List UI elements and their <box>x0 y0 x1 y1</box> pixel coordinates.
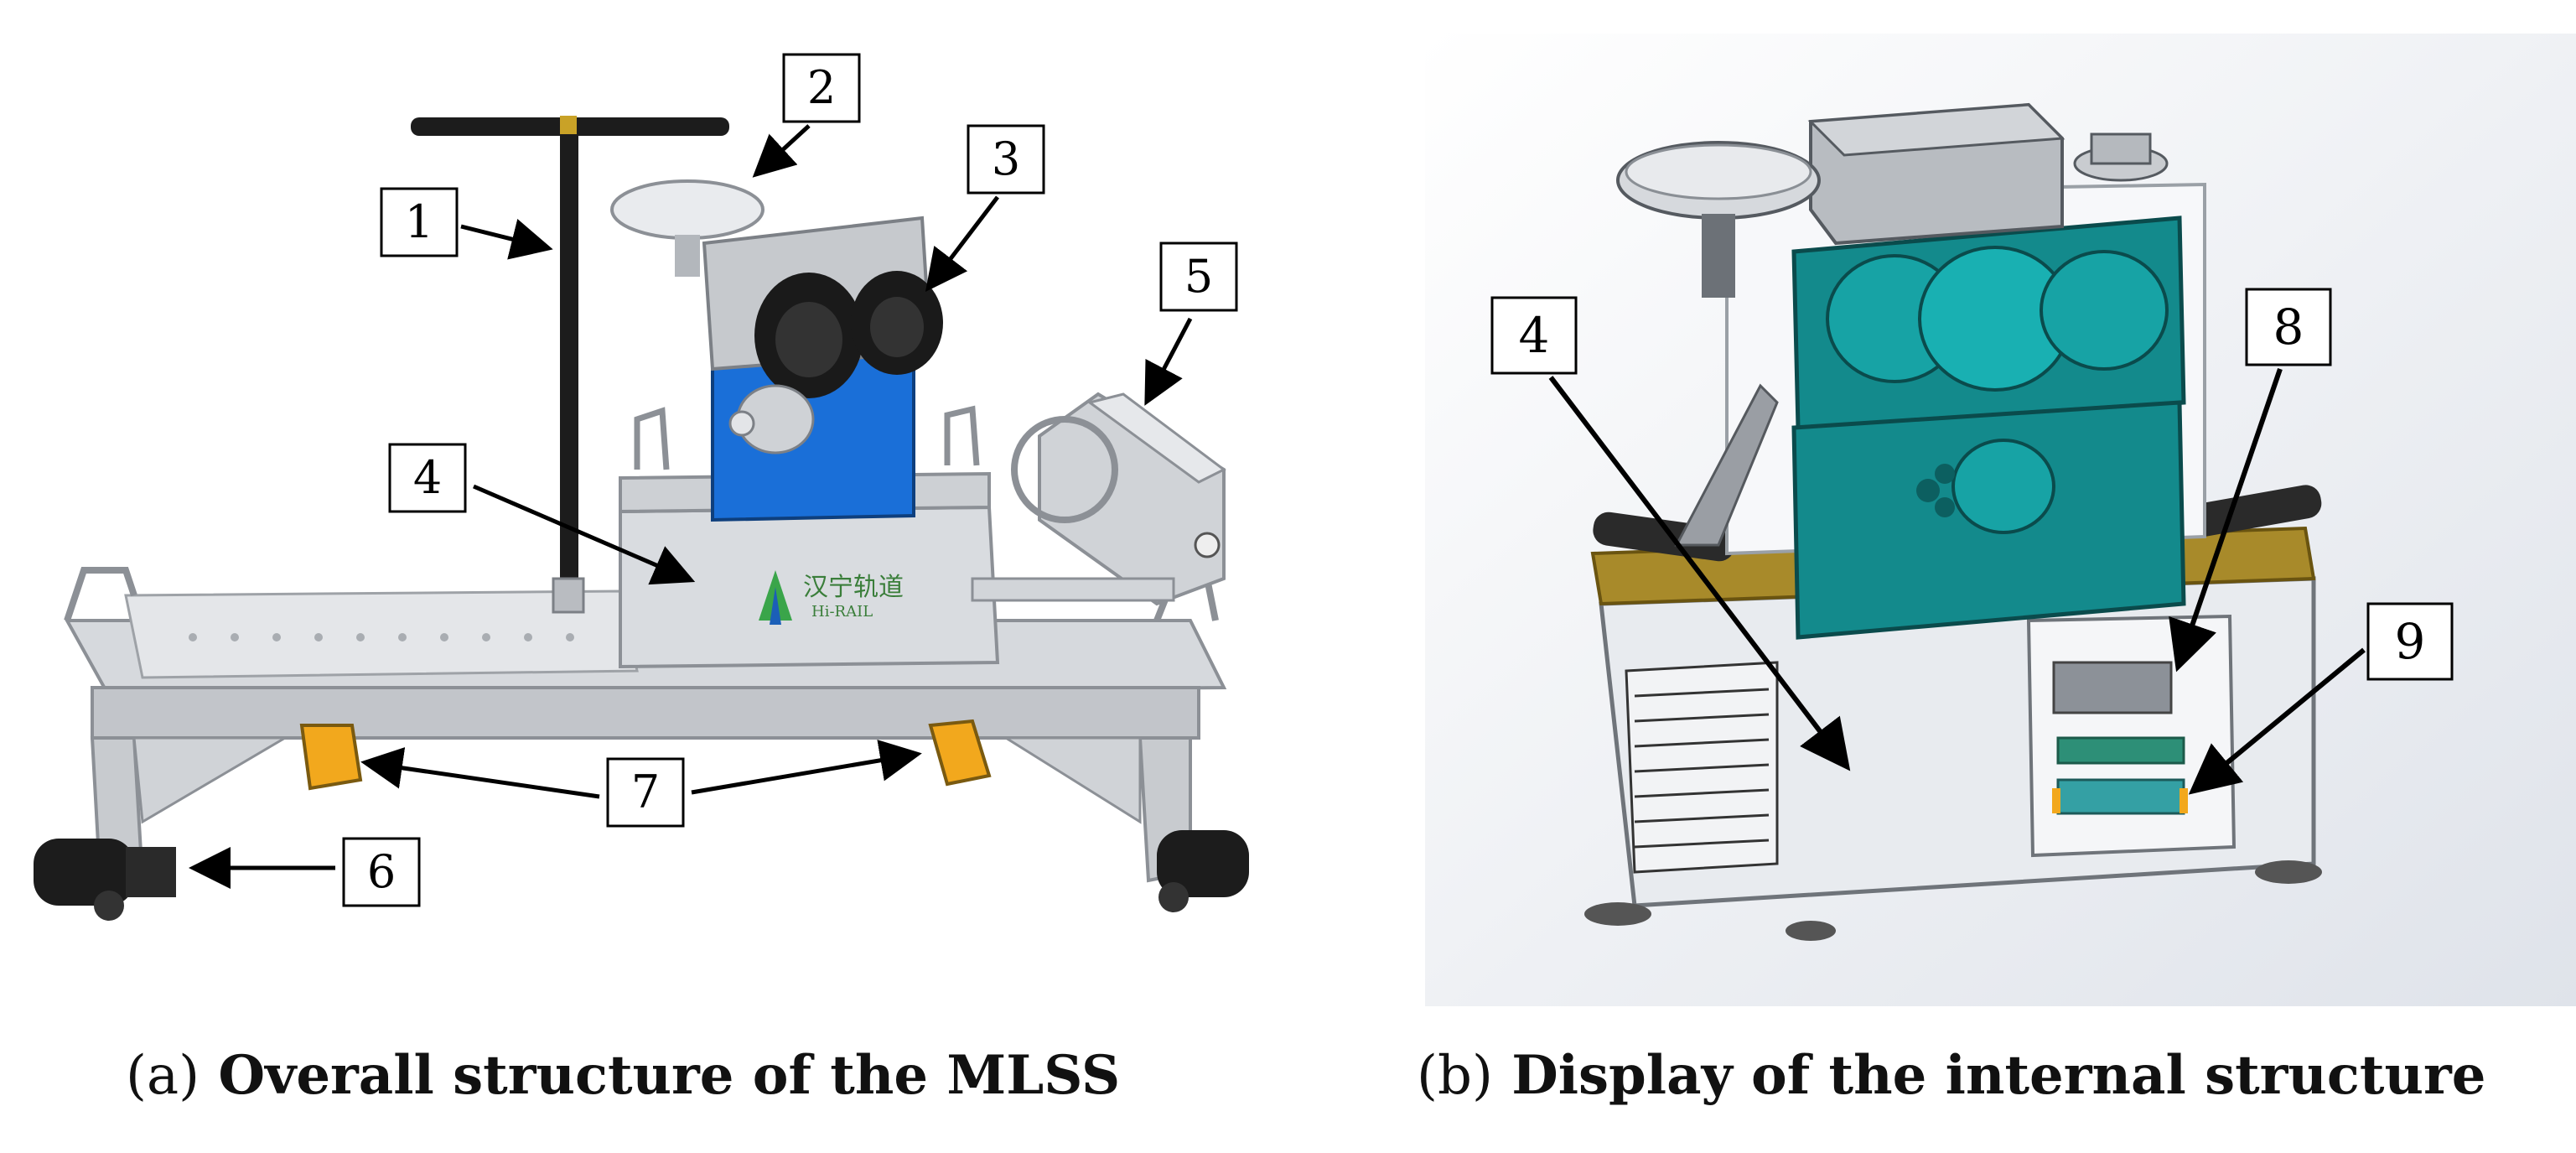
svg-text:4: 4 <box>413 451 442 504</box>
caption-b: (b) Display of the internal structure <box>1417 1044 2485 1107</box>
push-handle <box>411 116 729 614</box>
callout-1: 1 <box>380 187 553 260</box>
callout-4: 4 <box>388 443 696 585</box>
callout-5: 5 <box>1144 242 1238 406</box>
side-handles <box>1593 485 2322 562</box>
svg-text:3: 3 <box>992 132 1020 185</box>
callout-b-4: 4 <box>1490 296 1851 771</box>
callout-6: 6 <box>189 837 421 907</box>
svg-text:5: 5 <box>1184 250 1213 303</box>
panel-a-overall-structure: 汉宁轨道 Hi-RAIL <box>34 53 1249 1107</box>
gnss-antenna <box>610 179 765 277</box>
enclosure <box>1584 526 2322 941</box>
circuit-boards <box>2052 661 2188 815</box>
svg-text:9: 9 <box>2395 613 2426 670</box>
svg-text:2: 2 <box>807 61 836 114</box>
secondary-antenna <box>2073 132 2169 182</box>
panel-a-illustration: 汉宁轨道 Hi-RAIL <box>34 53 1249 921</box>
support-bracket <box>1674 383 1779 547</box>
caption-b-text: Display of the internal structure <box>1492 1044 2486 1107</box>
gnss-antenna-b <box>1616 141 1821 298</box>
caption-a-tag: (a) <box>126 1045 200 1107</box>
svg-text:Hi-RAIL: Hi-RAIL <box>811 603 873 621</box>
panel-b-illustration: 4 8 9 <box>1425 34 2576 1006</box>
panel-b-internal-structure: 4 8 9 <box>1425 0 2576 1153</box>
caption-a: (a) Overall structure of the MLSS <box>126 1044 1120 1107</box>
callout-2: 2 <box>752 53 861 178</box>
callout-b-8: 8 <box>2169 288 2332 673</box>
svg-text:6: 6 <box>367 845 396 898</box>
svg-text:8: 8 <box>2273 299 2304 356</box>
top-electronics-box <box>1807 102 2065 246</box>
callout-7: 7 <box>360 740 922 828</box>
yellow-sensors <box>299 719 992 791</box>
callout-b-9: 9 <box>2188 602 2454 795</box>
rail-wheels <box>34 830 1249 921</box>
svg-text:1: 1 <box>405 195 433 248</box>
scanner-camera <box>702 216 943 522</box>
battery-module <box>971 392 1226 606</box>
callout-3: 3 <box>925 124 1045 292</box>
caption-a-text: Overall structure of the MLSS <box>200 1044 1121 1107</box>
teal-camera-assembly <box>1791 216 2186 640</box>
caption-b-tag: (b) <box>1417 1045 1493 1107</box>
svg-text:汉宁轨道: 汉宁轨道 <box>803 573 904 602</box>
svg-text:4: 4 <box>1519 307 1550 364</box>
svg-text:7: 7 <box>631 766 660 818</box>
hirail-logo: 汉宁轨道 Hi-RAIL <box>759 570 904 625</box>
